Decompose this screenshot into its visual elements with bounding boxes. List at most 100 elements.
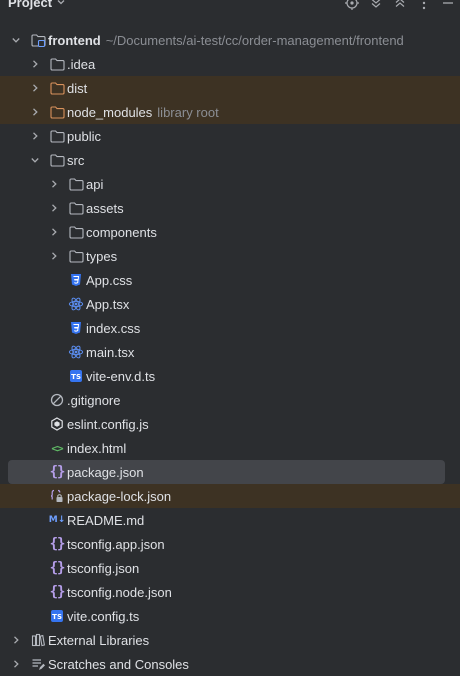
tree-row-index-css[interactable]: index.css — [0, 316, 460, 340]
tree-item-label: main.tsx — [86, 344, 135, 360]
tree-item-label: types — [86, 248, 118, 264]
locate-icon[interactable] — [340, 0, 364, 12]
chevron-right-icon[interactable] — [29, 106, 41, 118]
tree-item-label: package-lock.json — [67, 488, 172, 504]
project-toolbar: Project — [0, 0, 460, 16]
tree-item-label: vite.config.ts — [67, 608, 140, 624]
json-file-icon: {} — [49, 464, 66, 480]
css-file-icon — [68, 320, 84, 336]
chevron-down-icon[interactable] — [29, 154, 41, 166]
tree-item-label: .gitignore — [67, 392, 121, 408]
tree-row-frontend[interactable]: frontend~/Documents/ai-test/cc/order-man… — [0, 28, 460, 52]
tree-row-components[interactable]: components — [0, 220, 460, 244]
json-file-icon: {} — [49, 584, 66, 600]
css-file-icon — [68, 272, 84, 288]
json-file-icon: {} — [49, 560, 66, 576]
tree-row-external-libraries[interactable]: External Libraries — [0, 628, 460, 652]
module-folder-icon — [30, 32, 46, 48]
scratches-icon — [30, 656, 46, 672]
folder-icon — [68, 200, 84, 216]
tree-row-src[interactable]: src — [0, 148, 460, 172]
tree-item-label: frontend — [48, 32, 101, 48]
ignore-file-icon — [49, 392, 65, 408]
tree-item-label: .idea — [67, 56, 96, 72]
tree-row-eslint-config-js[interactable]: eslint.config.js — [0, 412, 460, 436]
more-icon[interactable] — [412, 0, 436, 12]
tree-row-dist[interactable]: dist — [0, 76, 460, 100]
chevron-right-icon[interactable] — [48, 178, 60, 190]
tree-item-label: components — [86, 224, 157, 240]
json-file-icon: {} — [49, 536, 66, 552]
tree-item-label: External Libraries — [48, 632, 150, 648]
tree-item-label: vite-env.d.ts — [86, 368, 156, 384]
folder-icon — [49, 56, 65, 72]
tree-item-hint: library root — [157, 104, 219, 120]
project-view-selector[interactable]: Project — [8, 0, 66, 10]
tree-item-label: public — [67, 128, 101, 144]
tree-row-app-tsx[interactable]: App.tsx — [0, 292, 460, 316]
tree-item-label: tsconfig.app.json — [67, 536, 165, 552]
chevron-down-icon[interactable] — [10, 34, 22, 46]
chevron-right-icon[interactable] — [48, 202, 60, 214]
typescript-file-icon: TS — [68, 368, 84, 384]
folder-icon — [49, 128, 65, 144]
chevron-right-icon[interactable] — [10, 658, 22, 670]
tree-row-index-html[interactable]: <>index.html — [0, 436, 460, 460]
tree-row-api[interactable]: api — [0, 172, 460, 196]
chevron-right-icon[interactable] — [48, 250, 60, 262]
project-tree: frontend~/Documents/ai-test/cc/order-man… — [0, 28, 460, 676]
tree-row-tsconfig-json[interactable]: {}tsconfig.json — [0, 556, 460, 580]
chevron-right-icon[interactable] — [48, 226, 60, 238]
tree-row-public[interactable]: public — [0, 124, 460, 148]
tree-row-tsconfig-node-json[interactable]: {}tsconfig.node.json — [0, 580, 460, 604]
excluded-folder-icon — [49, 104, 65, 120]
tree-item-label: App.css — [86, 272, 133, 288]
chevron-right-icon[interactable] — [10, 634, 22, 646]
tree-item-label: README.md — [67, 512, 145, 528]
folder-icon — [68, 248, 84, 264]
chevron-right-icon[interactable] — [29, 130, 41, 142]
chevron-down-icon — [56, 0, 66, 10]
tree-item-label: index.html — [67, 440, 127, 456]
tree-item-label: assets — [86, 200, 124, 216]
tree-item-label: src — [67, 152, 85, 168]
json-lock-file-icon — [49, 488, 65, 504]
chevron-right-icon[interactable] — [29, 82, 41, 94]
react-file-icon — [68, 296, 84, 312]
tree-row-app-css[interactable]: App.css — [0, 268, 460, 292]
expand-all-icon[interactable] — [364, 0, 388, 12]
tree-item-text: frontend~/Documents/ai-test/cc/order-man… — [48, 33, 404, 48]
tree-row-package-lock-json[interactable]: package-lock.json — [0, 484, 460, 508]
tree-row-main-tsx[interactable]: main.tsx — [0, 340, 460, 364]
tree-item-label: App.tsx — [86, 296, 130, 312]
tree-row-tsconfig-app-json[interactable]: {}tsconfig.app.json — [0, 532, 460, 556]
tree-item-label: node_modules — [67, 104, 153, 120]
tree-item-label: eslint.config.js — [67, 416, 149, 432]
project-title: Project — [8, 0, 53, 10]
minimize-icon[interactable] — [436, 0, 460, 12]
tree-row-gitignore[interactable]: .gitignore — [0, 388, 460, 412]
tree-item-label: index.css — [86, 320, 141, 336]
folder-icon — [68, 224, 84, 240]
libraries-icon — [30, 632, 46, 648]
tree-row-scratches-and-consoles[interactable]: Scratches and Consoles — [0, 652, 460, 676]
tree-item-label: tsconfig.json — [67, 560, 140, 576]
tree-item-label: package.json — [67, 464, 144, 480]
tree-row-idea[interactable]: .idea — [0, 52, 460, 76]
typescript-file-icon: TS — [49, 608, 65, 624]
markdown-file-icon: M↓ — [48, 515, 66, 525]
tree-item-label: Scratches and Consoles — [48, 656, 189, 672]
react-file-icon — [68, 344, 84, 360]
collapse-all-icon[interactable] — [388, 0, 412, 12]
excluded-folder-icon — [49, 80, 65, 96]
tree-row-package-json[interactable]: {}package.json — [8, 460, 445, 484]
chevron-right-icon[interactable] — [29, 58, 41, 70]
eslint-file-icon — [49, 416, 65, 432]
tree-row-assets[interactable]: assets — [0, 196, 460, 220]
tree-row-readme-md[interactable]: M↓README.md — [0, 508, 460, 532]
tree-row-types[interactable]: types — [0, 244, 460, 268]
